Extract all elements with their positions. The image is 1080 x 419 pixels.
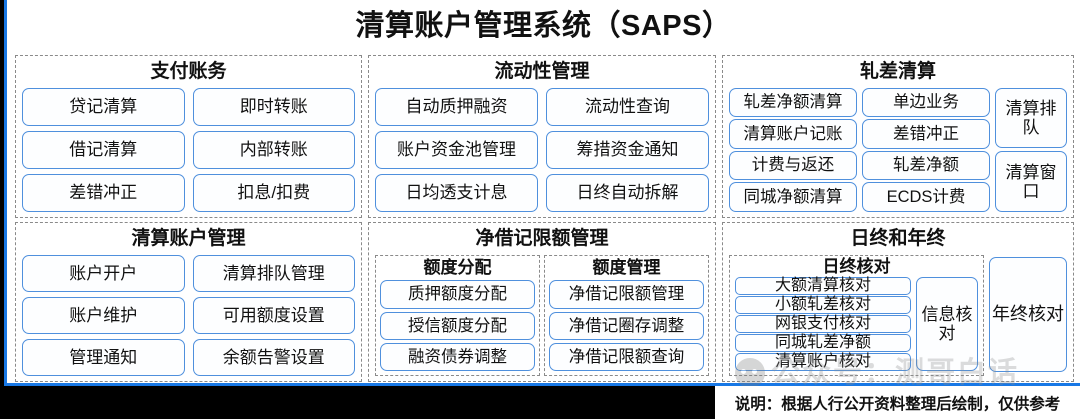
daily-check-items: 大额清算核对 小额轧差核对 网银支付核对 同城轧差净额 清算账户核对 <box>735 277 911 372</box>
account-item[interactable]: 账户开户 <box>22 254 185 292</box>
section-eod: 日终和年终 日终核对 大额清算核对 小额轧差核对 网银支付核对 同城轧差净额 清… <box>722 222 1074 383</box>
year-end-item[interactable]: 年终核对 <box>989 256 1067 373</box>
payment-item[interactable]: 即时转账 <box>192 87 355 126</box>
subsection-items: 质押额度分配 授信额度分配 融资债券调整 <box>380 280 535 372</box>
netdebit-item[interactable]: 质押额度分配 <box>380 280 535 309</box>
sections-grid: 支付账务 贷记清算 即时转账 借记清算 内部转账 差错冲正 扣息/扣费 流动性管… <box>7 53 1080 383</box>
netdebit-subsections: 额度分配 质押额度分配 授信额度分配 融资债券调整 额度管理 净借记限额管理 净… <box>375 254 709 377</box>
section-title-netting: 轧差清算 <box>859 61 936 82</box>
netting-item[interactable]: 清算账户记账 <box>729 119 857 149</box>
payment-item[interactable]: 差错冲正 <box>22 173 185 212</box>
daily-check-item[interactable]: 同城轧差净额 <box>735 334 911 353</box>
netting-item[interactable]: 计费与返还 <box>729 150 857 181</box>
section-title-liquidity: 流动性管理 <box>494 61 590 82</box>
daily-check-item[interactable]: 网银支付核对 <box>735 315 911 334</box>
netting-item[interactable]: 轧差净额清算 <box>729 87 857 118</box>
section-account: 清算账户管理 账户开户 清算排队管理 账户维护 可用额度设置 管理通知 余额告警… <box>15 222 362 383</box>
subsection-title: 额度分配 <box>423 257 492 277</box>
section-payment: 支付账务 贷记清算 即时转账 借记清算 内部转账 差错冲正 扣息/扣费 <box>15 55 362 218</box>
daily-check-item[interactable]: 清算账户核对 <box>735 353 911 372</box>
title-bar: 清算账户管理系统（SAPS） <box>7 0 1080 53</box>
account-item[interactable]: 清算排队管理 <box>192 254 355 292</box>
netting-main-grid: 轧差净额清算 单边业务 清算账户记账 差错冲正 计费与返还 轧差净额 同城净额清… <box>729 87 990 212</box>
section-title-payment: 支付账务 <box>150 61 227 82</box>
payment-items: 贷记清算 即时转账 借记清算 内部转账 差错冲正 扣息/扣费 <box>22 87 355 212</box>
account-item[interactable]: 可用额度设置 <box>192 296 355 335</box>
subsection-title-daily-check: 日终核对 <box>822 256 891 276</box>
daily-check-item[interactable]: 大额清算核对 <box>735 277 911 296</box>
section-title-netdebit: 净借记限额管理 <box>475 228 609 249</box>
account-item[interactable]: 账户维护 <box>22 296 185 335</box>
payment-item[interactable]: 内部转账 <box>192 130 355 169</box>
account-items: 账户开户 清算排队管理 账户维护 可用额度设置 管理通知 余额告警设置 <box>22 254 355 377</box>
liquidity-item[interactable]: 账户资金池管理 <box>375 130 538 169</box>
netting-item[interactable]: 同城净额清算 <box>729 182 857 212</box>
netdebit-item[interactable]: 融资债券调整 <box>380 343 535 372</box>
footer-bar: 说明：根据人行公开资料整理后绘制，仅供参考 <box>0 386 1080 419</box>
payment-item[interactable]: 贷记清算 <box>22 87 185 126</box>
netting-items: 轧差净额清算 单边业务 清算账户记账 差错冲正 计费与返还 轧差净额 同城净额清… <box>729 87 1067 212</box>
netting-side-item[interactable]: 清算窗口 <box>995 151 1067 212</box>
liquidity-item[interactable]: 日终自动拆解 <box>546 173 709 212</box>
footer-note: 说明：根据人行公开资料整理后绘制，仅供参考 <box>715 386 1080 419</box>
netting-item[interactable]: ECDS计费 <box>862 182 990 212</box>
subsection-items: 净借记限额管理 净借记圈存调整 净借记限额查询 <box>549 280 704 372</box>
account-item[interactable]: 管理通知 <box>22 339 185 377</box>
netdebit-item[interactable]: 净借记圈存调整 <box>549 311 704 340</box>
netting-item[interactable]: 单边业务 <box>862 87 990 118</box>
section-title-account: 清算账户管理 <box>131 228 246 249</box>
netting-side-item[interactable]: 清算排队 <box>995 87 1067 149</box>
netting-side-column: 清算排队 清算窗口 <box>995 87 1067 212</box>
diagram-frame: 清算账户管理系统（SAPS） 支付账务 贷记清算 即时转账 借记清算 内部转账 … <box>4 0 1080 386</box>
section-liquidity: 流动性管理 自动质押融资 流动性查询 账户资金池管理 筹措资金通知 日均透支计息… <box>368 55 716 218</box>
section-netdebit: 净借记限额管理 额度分配 质押额度分配 授信额度分配 融资债券调整 额度管理 <box>368 222 716 383</box>
daily-check-item[interactable]: 小额轧差核对 <box>735 296 911 315</box>
liquidity-item[interactable]: 流动性查询 <box>546 87 709 126</box>
netdebit-item[interactable]: 净借记限额查询 <box>549 343 704 372</box>
netting-item[interactable]: 差错冲正 <box>862 119 990 149</box>
liquidity-item[interactable]: 日均透支计息 <box>375 173 538 212</box>
payment-item[interactable]: 扣息/扣费 <box>192 173 355 212</box>
page-title: 清算账户管理系统（SAPS） <box>355 10 732 42</box>
netting-item[interactable]: 轧差净额 <box>862 150 990 181</box>
section-title-eod: 日终和年终 <box>850 228 946 249</box>
payment-item[interactable]: 借记清算 <box>22 130 185 169</box>
subsection-quota-allocation: 额度分配 质押额度分配 授信额度分配 融资债券调整 <box>375 254 540 377</box>
info-check-wrapper: 信息核对 <box>916 277 978 372</box>
liquidity-item[interactable]: 自动质押融资 <box>375 87 538 126</box>
subsection-daily-check: 日终核对 大额清算核对 小额轧差核对 网银支付核对 同城轧差净额 清算账户核对 … <box>729 254 984 377</box>
liquidity-items: 自动质押融资 流动性查询 账户资金池管理 筹措资金通知 日均透支计息 日终自动拆… <box>375 87 709 212</box>
liquidity-item[interactable]: 筹措资金通知 <box>546 130 709 169</box>
subsection-title: 额度管理 <box>592 257 661 277</box>
netdebit-item[interactable]: 授信额度分配 <box>380 311 535 340</box>
subsection-quota-management: 额度管理 净借记限额管理 净借记圈存调整 净借记限额查询 <box>544 254 709 377</box>
eod-content: 日终核对 大额清算核对 小额轧差核对 网银支付核对 同城轧差净额 清算账户核对 … <box>729 254 1067 377</box>
section-netting: 轧差清算 轧差净额清算 单边业务 清算账户记账 差错冲正 计费与返还 轧差净额 … <box>722 55 1074 218</box>
netdebit-item[interactable]: 净借记限额管理 <box>549 280 704 309</box>
year-end-wrapper: 年终核对 <box>989 255 1067 377</box>
account-item[interactable]: 余额告警设置 <box>192 339 355 377</box>
info-check-item[interactable]: 信息核对 <box>916 277 978 372</box>
